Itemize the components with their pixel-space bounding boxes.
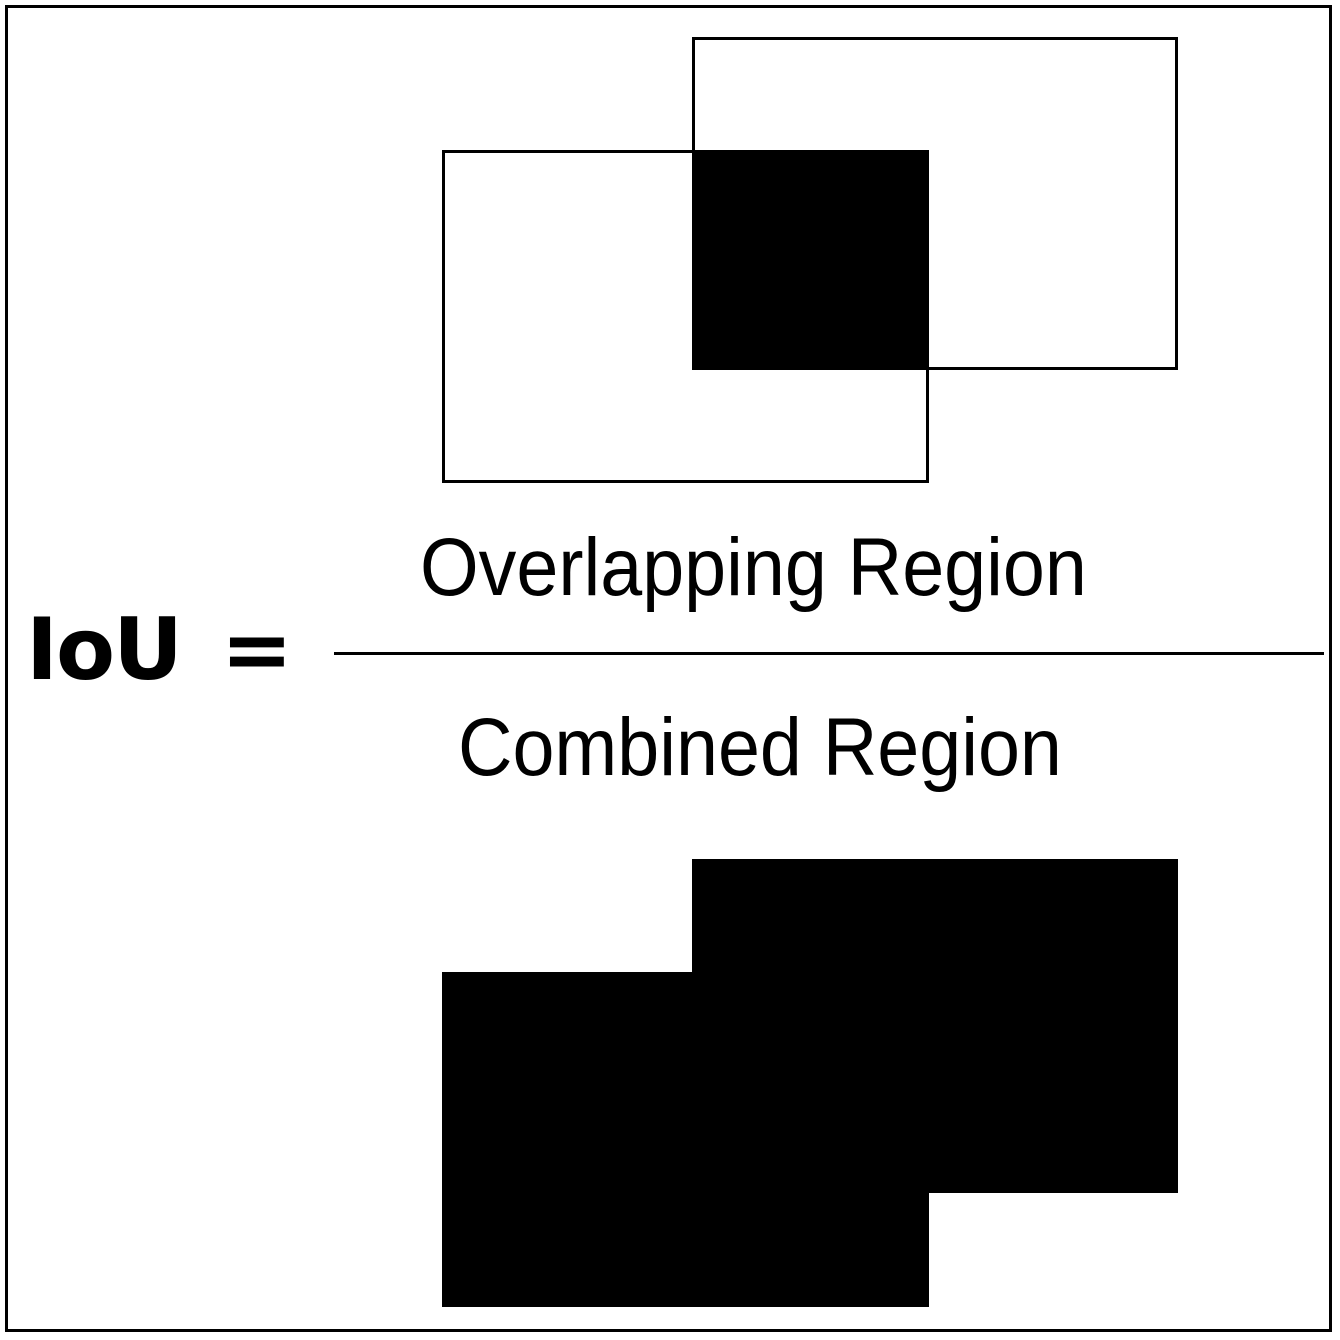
numerator-label: Overlapping Region [420,522,1087,613]
overlap-illustration [442,37,1178,483]
iou-equation-lhs: IoU = [26,600,293,700]
intersection-fill [692,150,929,370]
denominator-label: Combined Region [458,702,1062,793]
fraction-bar [334,652,1324,655]
equals-sign: = [220,600,293,700]
union-illustration [442,859,1178,1307]
iou-label: IoU [26,600,183,700]
outer-border [5,5,1332,1332]
union-box-a-fill [442,972,929,1307]
